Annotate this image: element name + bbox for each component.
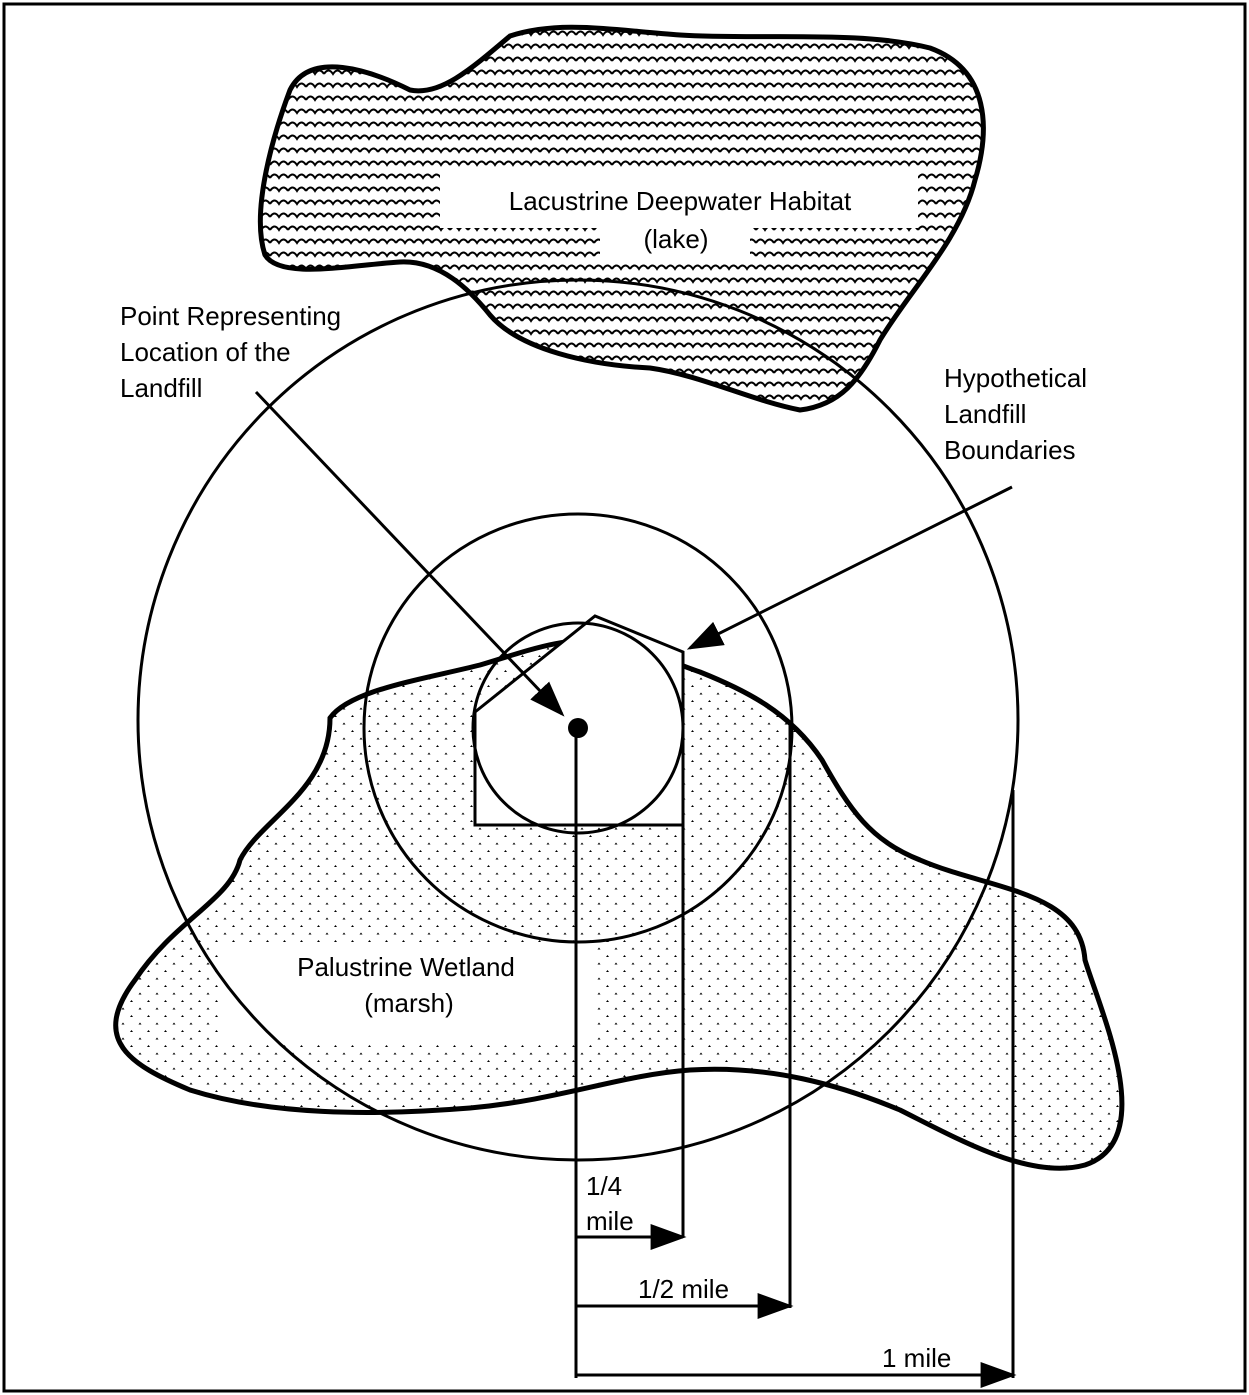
lake-label-line-1: Lacustrine Deepwater Habitat bbox=[509, 186, 852, 216]
landfill-center-point bbox=[568, 718, 588, 738]
landfill-circle bbox=[471, 621, 685, 835]
one-mile-circle bbox=[136, 278, 1020, 1162]
point-label-line-2: Location of the bbox=[120, 337, 291, 367]
point-label-line-3: Landfill bbox=[120, 373, 202, 403]
lake-label-box-2 bbox=[600, 218, 750, 260]
lake-label-line-2: (lake) bbox=[643, 224, 708, 254]
half-mile-circle bbox=[362, 512, 794, 944]
point-label-line-1: Point Representing bbox=[120, 301, 341, 331]
quarter-mile-label-line-2: mile bbox=[586, 1206, 634, 1236]
marsh-label-line-2: (marsh) bbox=[364, 988, 454, 1018]
boundary-label-line-3: Boundaries bbox=[944, 435, 1076, 465]
half-mile-label: 1/2 mile bbox=[638, 1274, 729, 1304]
boundary-label-line-1: Hypothetical bbox=[944, 363, 1087, 393]
quarter-mile-label-line-1: 1/4 bbox=[586, 1171, 622, 1201]
one-mile-label: 1 mile bbox=[882, 1343, 951, 1373]
point-pointer-arrow bbox=[254, 390, 565, 717]
marsh-label-line-1: Palustrine Wetland bbox=[297, 952, 515, 982]
marsh-label-box bbox=[220, 945, 592, 1045]
boundary-label-line-2: Landfill bbox=[944, 399, 1026, 429]
boundary-pointer-arrow bbox=[686, 485, 1013, 650]
